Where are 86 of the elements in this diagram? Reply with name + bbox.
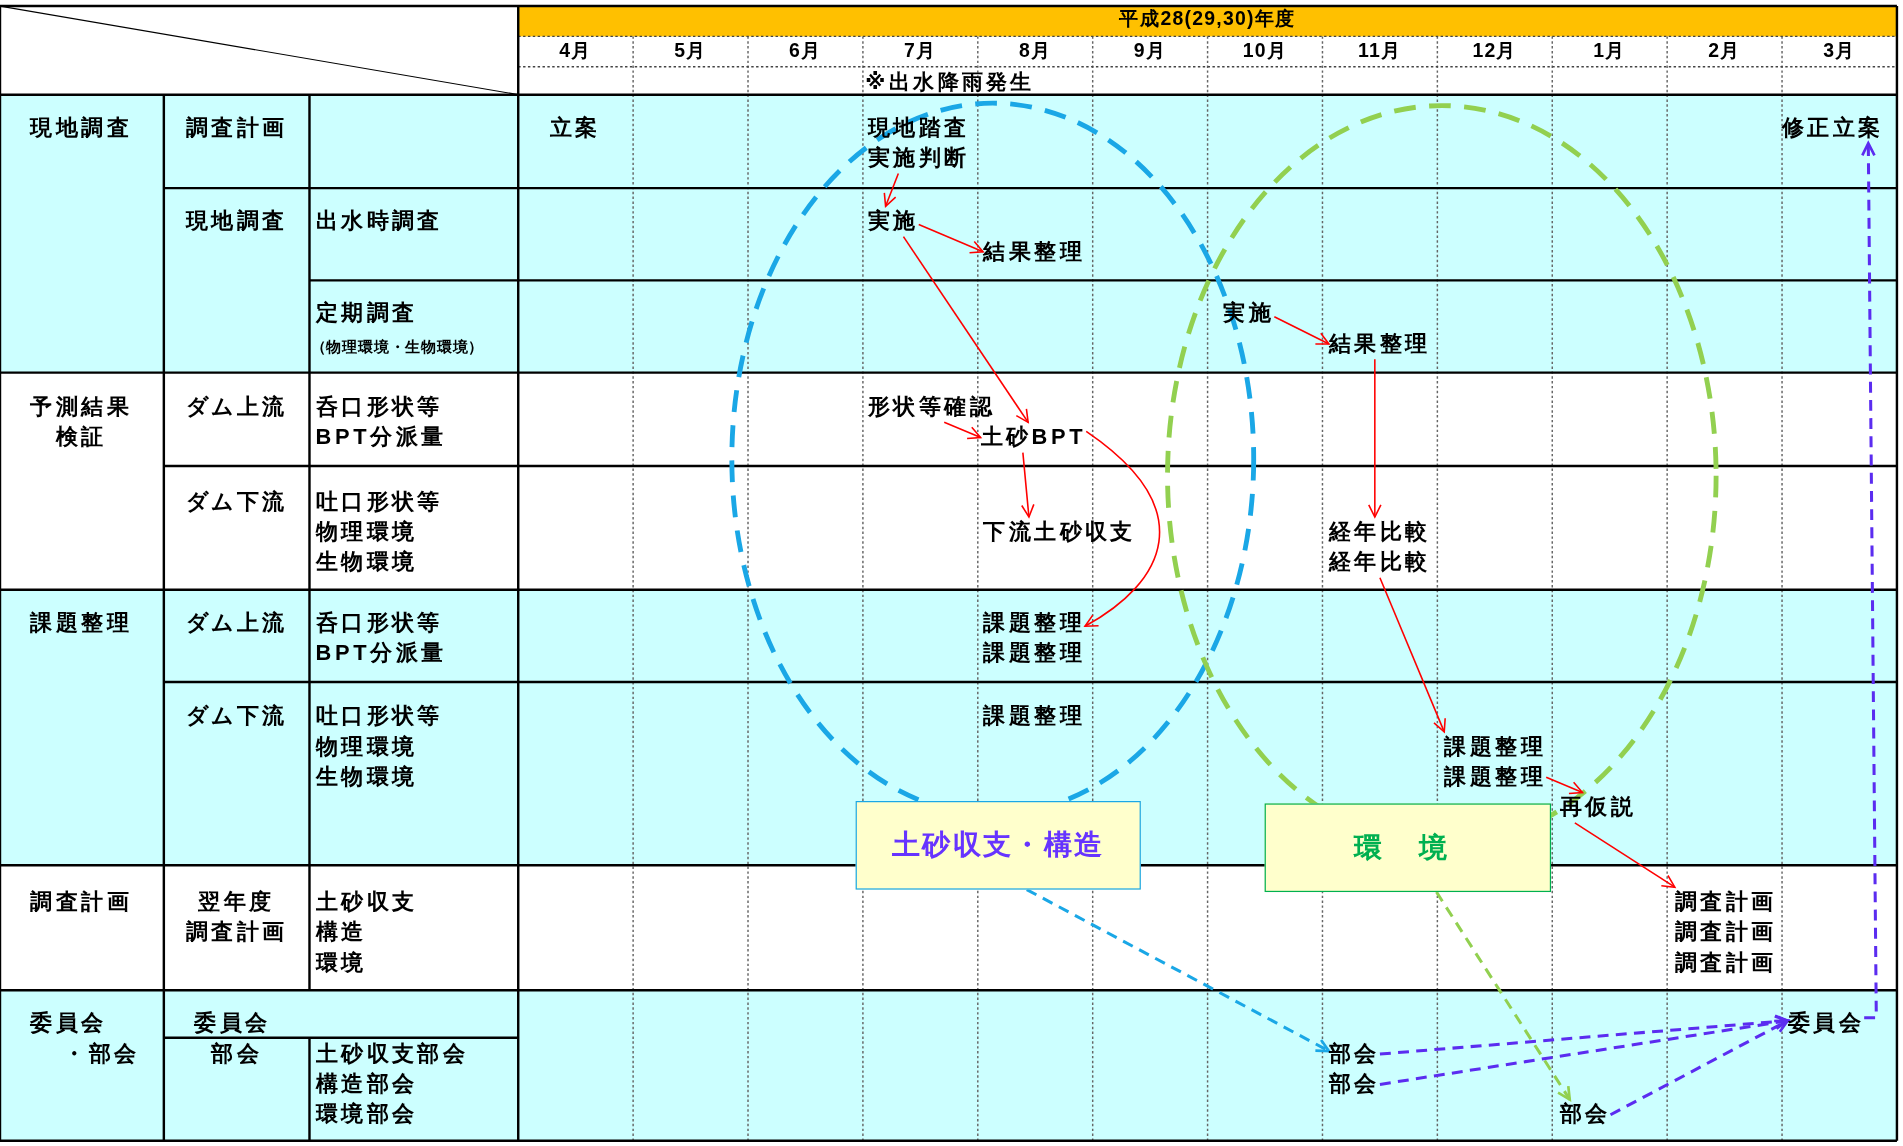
row-item: 環境部会 bbox=[315, 1101, 418, 1129]
row-item: 吐口形状等 bbox=[315, 702, 443, 731]
arrow bbox=[1084, 430, 1160, 628]
row-heading: 調査計画 bbox=[30, 888, 133, 916]
month-header: 8月 bbox=[1018, 39, 1052, 63]
month-header: 12月 bbox=[1472, 39, 1518, 63]
row-item: 吐口形状等 bbox=[315, 488, 443, 516]
arrow bbox=[883, 172, 900, 208]
month-header: 2月 bbox=[1708, 39, 1741, 63]
schedule-text: 部会 bbox=[1559, 1099, 1611, 1130]
row-item: 生物環境 bbox=[315, 548, 418, 577]
arrow bbox=[1545, 776, 1584, 795]
row-item: 呑口形状等 bbox=[315, 609, 443, 637]
schedule-text: 課題整理 課題整理 bbox=[1444, 731, 1547, 793]
schedule-text: 形状等確認 bbox=[867, 392, 996, 423]
row-item: 物理環境 bbox=[315, 733, 418, 761]
schedule-text: 下流土砂収支 bbox=[983, 517, 1136, 548]
arrow bbox=[943, 421, 982, 440]
arrow bbox=[1273, 315, 1330, 345]
month-header: 1月 bbox=[1593, 39, 1627, 63]
month-header: 9月 bbox=[1133, 39, 1167, 63]
schedule-text: 経年比較 経年比較 bbox=[1328, 517, 1431, 578]
month-header: 5月 bbox=[674, 39, 707, 63]
schedule-text: 土砂BPT bbox=[980, 422, 1087, 453]
arrow bbox=[1861, 141, 1878, 1020]
row-item: 環境 bbox=[315, 949, 367, 977]
row-item: BPT分派量 bbox=[315, 423, 447, 452]
row-subheading: 委員会 bbox=[194, 1009, 271, 1038]
row-heading: 検証 bbox=[55, 423, 107, 452]
arrow bbox=[1026, 888, 1331, 1053]
month-header: 10月 bbox=[1242, 39, 1288, 63]
row-subheading: 調査計画 bbox=[185, 114, 288, 142]
arrow bbox=[1379, 576, 1446, 733]
schedule-text: 課題整理 bbox=[983, 702, 1085, 731]
row-item: 土砂収支 bbox=[315, 888, 418, 916]
year-heading: 平成28(29,30)年度 bbox=[1119, 7, 1296, 32]
note-text: ※出水降雨発生 bbox=[865, 69, 1035, 96]
row-item: 定期調査 bbox=[315, 300, 418, 328]
month-header: 3月 bbox=[1823, 39, 1856, 63]
schedule-text: 部会 bbox=[1328, 1038, 1380, 1070]
row-item: 物理環境 bbox=[315, 518, 418, 546]
row-note: （物理環境・生物環境） bbox=[310, 337, 485, 358]
schedule-text: 再仮説 bbox=[1559, 792, 1636, 823]
month-header: 7月 bbox=[904, 39, 937, 63]
arrow bbox=[917, 223, 984, 254]
row-subheading: 部会 bbox=[211, 1040, 263, 1068]
row-heading: ・部会 bbox=[63, 1040, 140, 1068]
arrow bbox=[1435, 891, 1572, 1101]
schedule-text: 委員会 bbox=[1787, 1008, 1865, 1039]
arrow bbox=[902, 235, 1029, 424]
schedule-text: 現地踏査 実施判断 bbox=[867, 112, 970, 174]
row-subheading: 翌年度 bbox=[198, 888, 275, 916]
row-subheading: 調査計画 bbox=[185, 918, 288, 947]
schedule-text: 立案 bbox=[549, 114, 601, 142]
row-item: 構造 bbox=[315, 918, 367, 947]
arrow bbox=[1574, 822, 1676, 888]
month-header: 6月 bbox=[789, 39, 822, 63]
row-item: 出水時調査 bbox=[315, 207, 443, 235]
schedule-text: 課題整理 課題整理 bbox=[983, 608, 1085, 669]
category-box: 土砂収支・構造 bbox=[855, 801, 1141, 890]
schedule-text: 実施 bbox=[867, 206, 919, 237]
schedule-text: 結果整理 bbox=[1328, 328, 1431, 360]
row-heading: 現地調査 bbox=[30, 114, 133, 142]
row-item: BPT分派量 bbox=[315, 639, 447, 668]
row-heading: 課題整理 bbox=[30, 609, 133, 637]
schedule-text: 結果整理 bbox=[983, 236, 1085, 267]
row-subheading: ダム上流 bbox=[185, 609, 288, 637]
row-item: 土砂収支部会 bbox=[315, 1040, 469, 1068]
row-heading: 委員会 bbox=[30, 1009, 107, 1038]
month-header: 4月 bbox=[559, 39, 592, 63]
category-box: 環 境 bbox=[1264, 803, 1552, 893]
schedule-text: 調査計画 調査計画 調査計画 bbox=[1674, 887, 1777, 979]
month-header: 11月 bbox=[1358, 39, 1402, 63]
arrow bbox=[1367, 358, 1382, 518]
arrow bbox=[1020, 451, 1035, 518]
row-subheading: ダム上流 bbox=[185, 393, 288, 421]
schedule-text: 部会 bbox=[1328, 1069, 1380, 1100]
row-heading: 予測結果 bbox=[30, 393, 133, 421]
schedule-text: 修正立案 bbox=[1781, 112, 1884, 144]
row-subheading: ダム下流 bbox=[185, 702, 288, 731]
row-item: 生物環境 bbox=[315, 763, 418, 791]
row-subheading: ダム下流 bbox=[185, 488, 288, 516]
row-item: 呑口形状等 bbox=[315, 393, 443, 421]
row-subheading: 現地調査 bbox=[185, 207, 288, 235]
arrow bbox=[1609, 1019, 1790, 1117]
row-item: 構造部会 bbox=[315, 1070, 418, 1098]
